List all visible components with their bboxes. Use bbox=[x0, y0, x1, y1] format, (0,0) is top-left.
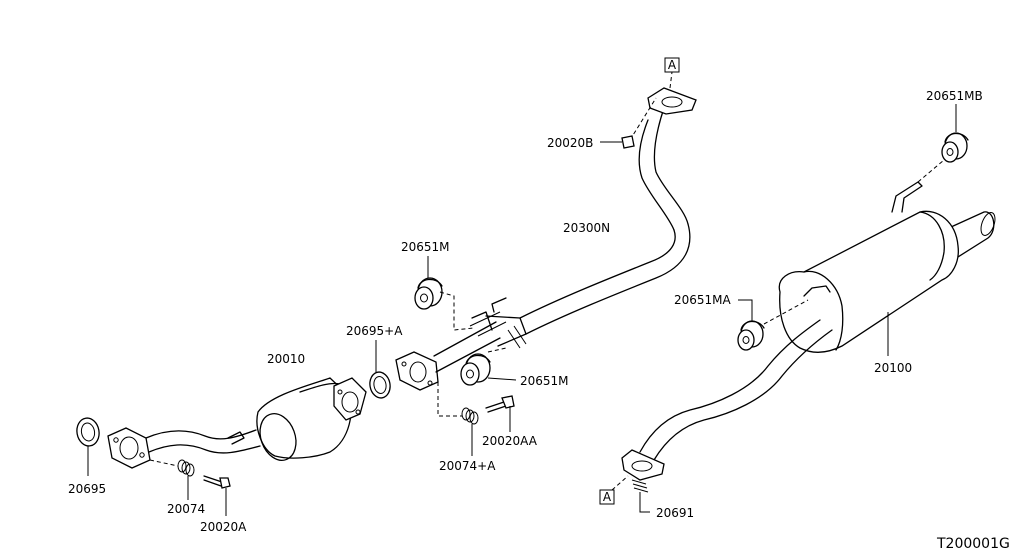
mount-rubber-20651MA bbox=[737, 299, 765, 351]
label-20691: 20691 bbox=[656, 506, 694, 520]
reference-marker-a-top-label: A bbox=[668, 58, 677, 72]
spring-20074 bbox=[149, 459, 195, 500]
bolt-20020A bbox=[203, 475, 231, 516]
spring-20074A bbox=[437, 382, 479, 456]
main-muffler-20100 bbox=[621, 159, 996, 481]
mount-rubber-20651M-right bbox=[460, 347, 517, 386]
label-20651M-top: 20651M bbox=[401, 240, 450, 254]
label-20020AA: 20020AA bbox=[482, 434, 538, 448]
reference-marker-a-bottom-label: A bbox=[603, 490, 612, 504]
label-20074A: 20074+A bbox=[439, 459, 496, 473]
bolt-20020B bbox=[600, 135, 635, 149]
label-20100: 20100 bbox=[874, 361, 912, 375]
seal-20691 bbox=[611, 475, 650, 513]
drawing-code: T200001G bbox=[936, 536, 1010, 552]
mount-rubber-20651MB bbox=[941, 104, 969, 163]
reference-marker-a-top: A bbox=[664, 57, 680, 73]
gasket-20695 bbox=[76, 417, 100, 476]
label-20020B: 20020B bbox=[547, 136, 593, 150]
gasket-20695A bbox=[369, 340, 391, 399]
label-20651M-right: 20651M bbox=[520, 374, 569, 388]
mount-rubber-20651M-top bbox=[414, 256, 475, 331]
bolt-20020AA bbox=[485, 395, 515, 432]
label-20695: 20695 bbox=[68, 482, 106, 496]
label-20020A: 20020A bbox=[200, 520, 247, 534]
label-20300N: 20300N bbox=[563, 221, 610, 235]
label-20010: 20010 bbox=[267, 352, 305, 366]
label-20651MA: 20651MA bbox=[674, 293, 732, 307]
center-tube-20300N bbox=[395, 71, 697, 391]
label-20695A: 20695+A bbox=[346, 324, 403, 338]
reference-marker-a-bottom: A bbox=[599, 489, 615, 505]
label-20651MB: 20651MB bbox=[926, 89, 983, 103]
front-tube-catalyst-20010 bbox=[107, 377, 367, 469]
label-20074: 20074 bbox=[167, 502, 205, 516]
